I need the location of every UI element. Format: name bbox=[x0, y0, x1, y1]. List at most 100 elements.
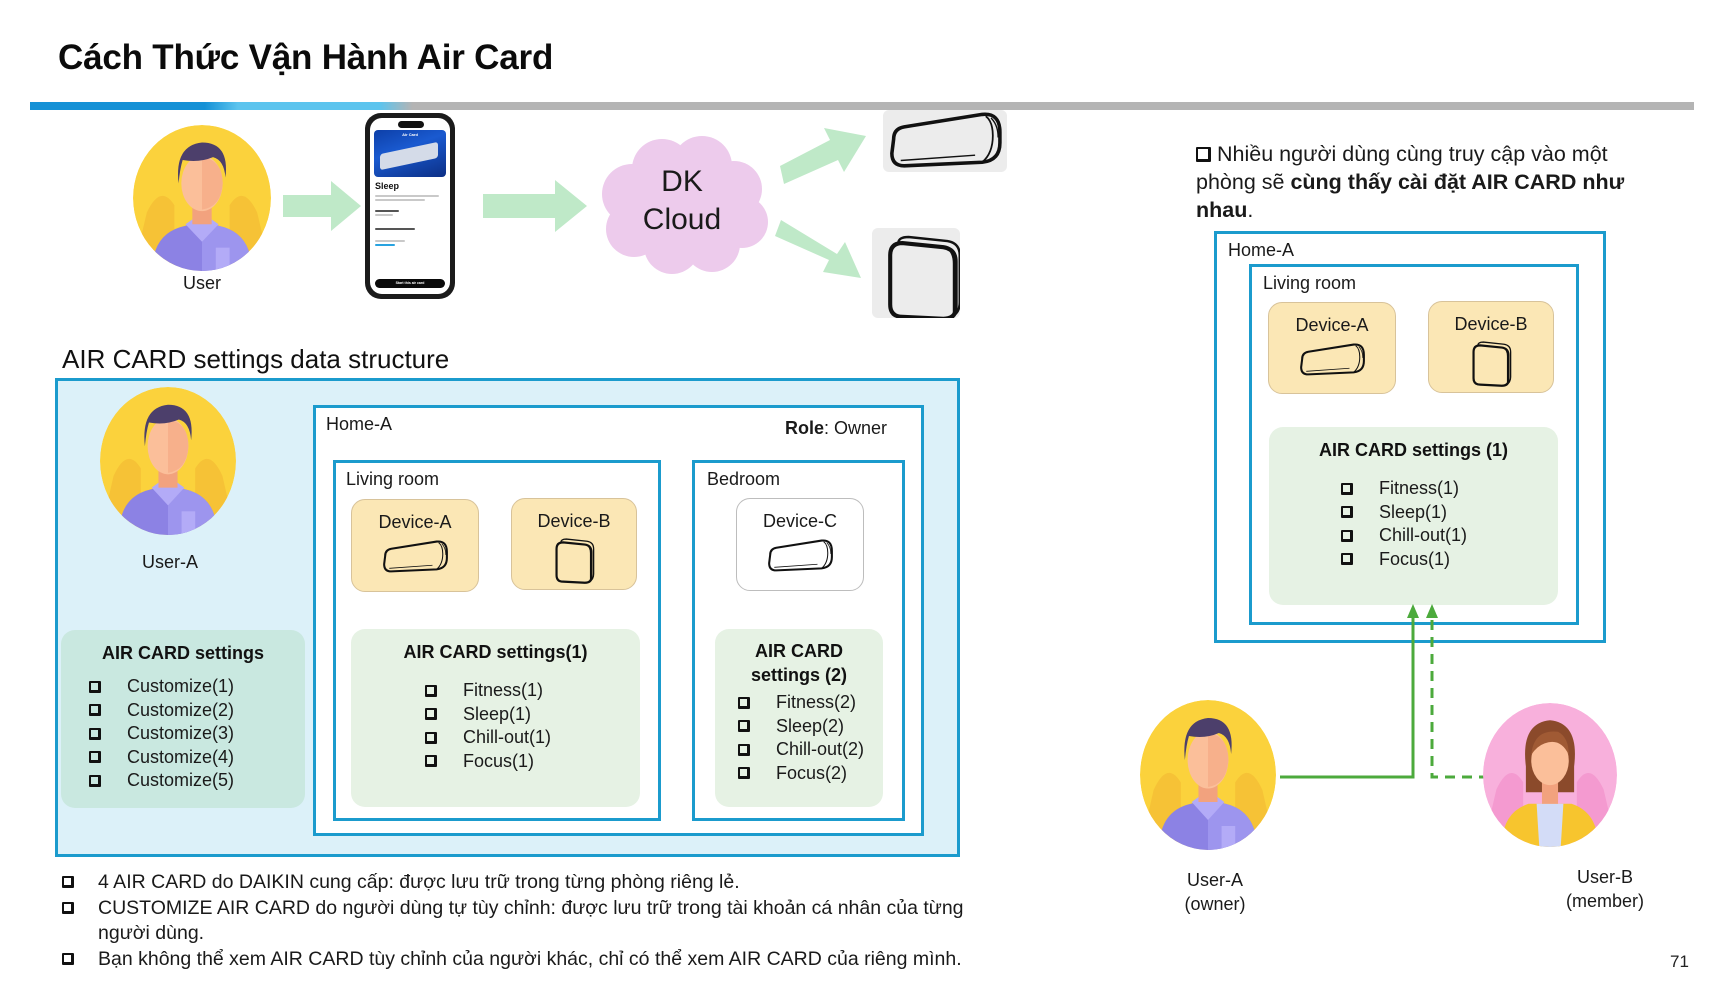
phone-header: Air Card bbox=[402, 132, 418, 137]
room-settings-title: AIR CARD settings(1) bbox=[403, 642, 588, 662]
settings-item-label: Chill-out(2) bbox=[776, 739, 865, 759]
device-name: Device-B bbox=[537, 511, 611, 531]
room-settings-card: AIR CARD settings(1) Fitness(1) Sleep(1)… bbox=[351, 629, 640, 807]
phone-card-title: Sleep bbox=[375, 181, 400, 191]
user-settings-list: Customize(1) Customize(2) Customize(3) C… bbox=[89, 675, 305, 793]
cloud-shape bbox=[592, 134, 772, 274]
checkbox-icon bbox=[425, 731, 437, 744]
user-settings-title: AIR CARD settings bbox=[101, 643, 264, 663]
checkbox-icon bbox=[738, 767, 750, 780]
settings-item-label: Fitness(2) bbox=[776, 692, 857, 712]
checkbox-icon bbox=[62, 901, 74, 914]
bedroom-label: Bedroom bbox=[707, 469, 781, 489]
phone-hero-pillow bbox=[380, 141, 438, 171]
phone-text-line bbox=[375, 199, 425, 201]
settings-item-label: Focus(2) bbox=[776, 762, 848, 783]
section-title: AIR CARD settings data structure bbox=[62, 344, 450, 374]
wall-ac-icon bbox=[379, 539, 451, 575]
settings-item: Customize(3) bbox=[89, 722, 305, 746]
device-card[interactable]: Device-C bbox=[736, 498, 864, 591]
user-a-owner-label: User-A (owner) bbox=[1155, 868, 1275, 916]
settings-item-label: Customize(1) bbox=[127, 676, 235, 696]
arrow-up-right-icon bbox=[780, 124, 866, 190]
device-name: Device-C bbox=[762, 511, 837, 531]
checkbox-icon bbox=[1341, 529, 1353, 542]
phone-hero-image: Air Card bbox=[374, 130, 446, 177]
checkbox-icon bbox=[425, 684, 437, 697]
shared-living-room-label: Living room bbox=[1263, 273, 1357, 293]
device-card[interactable]: Device-B bbox=[511, 498, 637, 590]
settings-item-label: Customize(5) bbox=[127, 770, 235, 790]
room-settings-title-line: AIR CARD bbox=[755, 641, 843, 661]
checkbox-icon bbox=[62, 876, 74, 888]
device-card[interactable]: Device-A bbox=[351, 499, 479, 592]
cube-device-image bbox=[872, 228, 960, 318]
shared-home-label: Home-A bbox=[1228, 240, 1295, 260]
note-text: Bạn không thể xem AIR CARD tùy chỉnh của… bbox=[98, 947, 962, 970]
checkbox-icon bbox=[89, 727, 101, 740]
phone-text-line bbox=[375, 228, 415, 230]
settings-item: Sleep(1) bbox=[425, 703, 640, 727]
wall-ac-icon bbox=[1296, 342, 1368, 378]
checkbox-icon bbox=[738, 696, 750, 709]
notes-list: 4 AIR CARD do DAIKIN cung cấp: được lưu … bbox=[62, 870, 1022, 972]
user-b-member-label: User-B (member) bbox=[1545, 865, 1665, 913]
shared-settings-card: AIR CARD settings (1) Fitness(1) Sleep(1… bbox=[1269, 427, 1558, 605]
settings-item-label: Fitness(1) bbox=[463, 680, 544, 700]
device-card[interactable]: Device-A bbox=[1268, 302, 1396, 394]
device-card[interactable]: Device-B bbox=[1428, 301, 1554, 393]
user-settings-card: AIR CARD settings Customize(1) Customize… bbox=[61, 630, 305, 808]
page-number: 71 bbox=[1670, 952, 1689, 971]
settings-item: Customize(5) bbox=[89, 769, 305, 793]
phone-text-line bbox=[375, 195, 439, 197]
settings-item: Chill-out(2) bbox=[738, 738, 883, 762]
phone-text-line bbox=[375, 240, 405, 242]
cube-device-icon bbox=[552, 538, 596, 586]
cloud-label-line-1: DK bbox=[661, 165, 703, 198]
settings-item-label: Customize(4) bbox=[127, 746, 235, 767]
intro-plain: Nhiều người dùng cùng truy cập vào một p… bbox=[1196, 142, 1608, 194]
phone-screen: Air Card Sleep Start this air card bbox=[370, 118, 450, 294]
role-key: Role bbox=[785, 418, 825, 438]
note-item: CUSTOMIZE AIR CARD do người dùng tự tùy … bbox=[62, 896, 1022, 947]
phone-text-line bbox=[375, 214, 393, 216]
settings-item-label: Sleep(1) bbox=[463, 703, 532, 724]
room-settings-list: Fitness(1) Sleep(1) Chill-out(1) Focus(1… bbox=[425, 679, 640, 773]
note-text: CUSTOMIZE AIR CARD do người dùng tự tùy … bbox=[98, 896, 964, 945]
settings-item-label: Customize(2) bbox=[127, 699, 235, 720]
checkbox-icon bbox=[62, 952, 74, 965]
title-underline-bar bbox=[30, 102, 1694, 110]
device-name: Device-B bbox=[1454, 314, 1528, 334]
checkbox-icon bbox=[1341, 506, 1353, 519]
settings-item: Fitness(2) bbox=[738, 691, 883, 715]
settings-item-label: Sleep(2) bbox=[776, 715, 845, 736]
cloud-label: DK Cloud bbox=[592, 163, 772, 239]
settings-item-label: Chill-out(1) bbox=[463, 727, 552, 747]
user-a-label: User-A bbox=[141, 552, 198, 572]
user-a-avatar bbox=[100, 387, 236, 535]
checkbox-icon bbox=[425, 755, 437, 768]
page-title: Cách Thức Vận Hành Air Card bbox=[58, 38, 554, 77]
phone-text-line bbox=[375, 210, 399, 212]
user-name: User-A bbox=[1186, 870, 1243, 890]
home-a-label: Home-A bbox=[326, 414, 393, 434]
checkbox-icon bbox=[738, 720, 750, 733]
checkbox-icon bbox=[89, 704, 101, 717]
cube-device-icon bbox=[1469, 341, 1513, 389]
checkbox-icon bbox=[425, 708, 437, 721]
wall-ac-image bbox=[883, 110, 1007, 172]
checkbox-icon bbox=[89, 680, 101, 693]
user-name: User-B bbox=[1576, 867, 1633, 887]
checkbox-icon bbox=[1196, 147, 1211, 162]
room-settings-title: AIR CARD settings (2) bbox=[715, 639, 883, 687]
arrow-right-icon bbox=[483, 180, 587, 232]
settings-item: Focus(1) bbox=[1341, 548, 1558, 572]
settings-item-label: Customize(3) bbox=[127, 723, 235, 743]
room-settings-card: AIR CARD settings (2) Fitness(2) Sleep(2… bbox=[715, 629, 883, 807]
role-value: : Owner bbox=[824, 418, 888, 438]
settings-item: Focus(1) bbox=[425, 750, 640, 774]
user-role: (member) bbox=[1565, 891, 1644, 911]
settings-item: Customize(1) bbox=[89, 675, 305, 699]
settings-item-label: Chill-out(1) bbox=[1379, 525, 1468, 545]
settings-item: Fitness(1) bbox=[1341, 477, 1558, 501]
